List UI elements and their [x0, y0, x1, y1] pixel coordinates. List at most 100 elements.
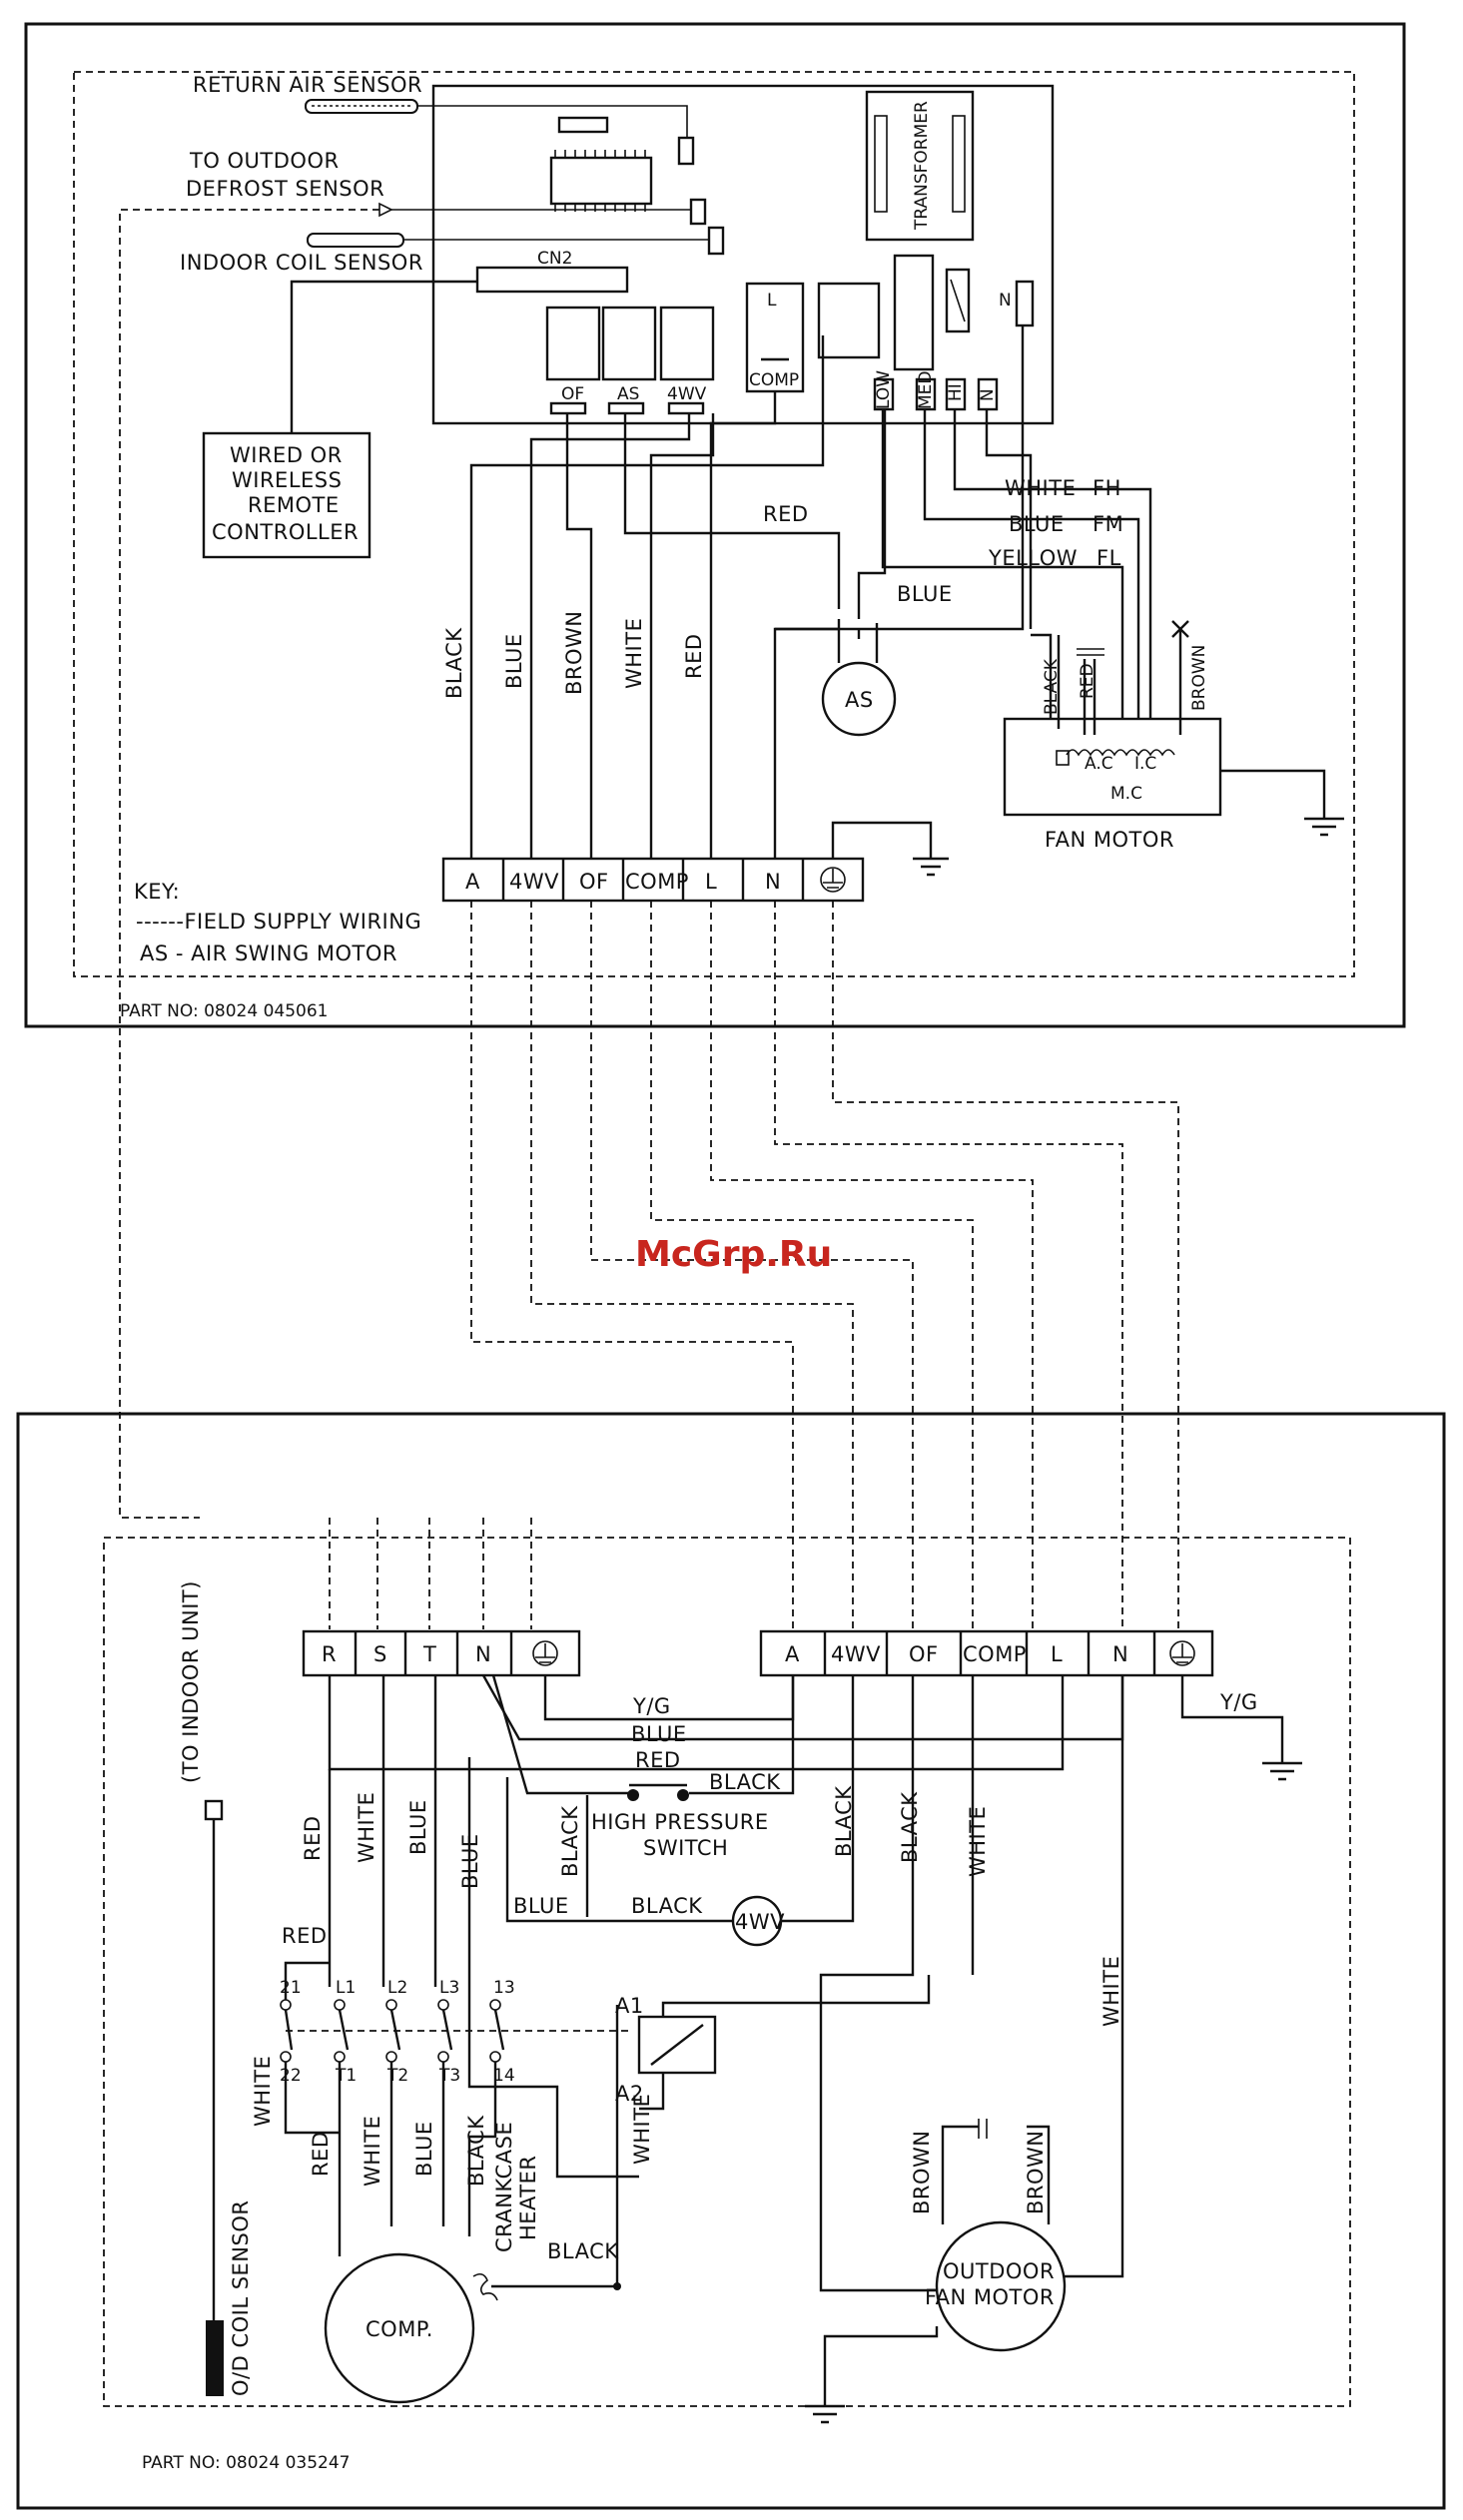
contact-label-13: 13 [493, 1978, 515, 1998]
crankcase-label-1: CRANKCASE [492, 2122, 516, 2252]
wire-label-yellow: YELLOW [988, 546, 1078, 570]
aux-red-label: RED [282, 1924, 328, 1948]
return-air-connector [677, 136, 695, 166]
od-term-4wv: 4WV [831, 1642, 881, 1666]
field-wire-of [590, 901, 914, 1641]
contact-21 [280, 1999, 292, 2011]
field-wire-n [774, 901, 1123, 1641]
indoor-field-boundary [73, 71, 1355, 977]
field-power-supply-wires [329, 1518, 532, 1629]
watermark: McGrp.Ru [635, 1234, 832, 1275]
outdoor-fan-label-2: FAN MOTOR [925, 2285, 1055, 2309]
crankcase-heater [472, 2272, 498, 2301]
contact-label-t3: T3 [438, 2066, 460, 2086]
transformer-core-left [874, 115, 888, 213]
od-term-of: OF [909, 1642, 939, 1666]
contact-l3 [437, 1999, 449, 2011]
fan-motor-ac: A.C [1085, 754, 1113, 774]
fan-capacitor [1077, 648, 1104, 656]
aux-white-wire [284, 2062, 340, 2135]
as-motor-label: AS [845, 688, 874, 712]
power-terminal-frame [302, 1629, 581, 1677]
cn2-connector [475, 266, 629, 294]
brown-cut-mark [1171, 620, 1189, 638]
wire-black-motor [1031, 633, 1053, 739]
wire-4wv-return [781, 1675, 855, 1923]
field-wire-l [710, 901, 1034, 1641]
wire-red [709, 391, 777, 859]
power-term-n: N [475, 1642, 491, 1666]
fan-motor-label: FAN MOTOR [1045, 828, 1174, 852]
as-motor-leads [837, 619, 879, 663]
black-4wv-label: BLACK [631, 1894, 703, 1918]
vwire-white-s: WHITE [355, 1792, 378, 1863]
n-connector-label: N [999, 291, 1012, 311]
od-term-n: N [1112, 1642, 1128, 1666]
power-terminal-block: R S T N [302, 1629, 581, 1677]
power-term-t: T [422, 1642, 436, 1666]
contact-label-14: 14 [493, 2066, 515, 2086]
wire-of-fan [819, 1675, 1039, 2292]
bus-red [328, 1675, 1065, 1771]
comp-wire-white: WHITE [361, 2116, 384, 2187]
indoor-unit: RETURN AIR SENSOR TO OUTDOOR DEFROST SEN… [24, 22, 1406, 1028]
relay-label-4wv: 4WV [667, 384, 707, 404]
remote-line-1: WIRED OR [230, 443, 343, 467]
outdoor-part-no: PART NO: 08024 035247 [142, 2453, 350, 2473]
outdoor-fan-label-1: OUTDOOR [943, 2259, 1055, 2283]
pin-hi-label: HI [946, 383, 966, 401]
contact-label-l3: L3 [439, 1978, 459, 1998]
heater-junction [613, 2282, 621, 2290]
vwire-blue-n: BLUE [458, 1833, 482, 1889]
defrost-sensor-label: DEFROST SENSOR [186, 177, 384, 201]
contactor: 21 L1 L2 L3 13 22 T1 T2 T3 14 A1 A2 [280, 1978, 717, 2111]
contact-t2 [385, 2051, 397, 2063]
fuse-element [950, 279, 966, 322]
coil-a2-label: A2 [615, 2082, 644, 2106]
pin-4wv [667, 401, 705, 415]
indoor-terminal-frame [441, 857, 865, 903]
od-term-comp: COMP [963, 1642, 1027, 1666]
vwire-black-4wv: BLACK [832, 1785, 856, 1857]
four-way-valve-label: 4WV [735, 1910, 785, 1934]
contact-label-l2: L2 [387, 1978, 407, 1998]
contact-l2 [385, 1999, 397, 2011]
field-defrost-sensor-cable [119, 209, 379, 1519]
contact-t3 [437, 2051, 449, 2063]
wire-blue-as [857, 409, 887, 619]
indoor-term-l: L [705, 870, 717, 894]
contact-label-22: 22 [280, 2066, 302, 2086]
motor-terminal [1056, 750, 1070, 766]
wire-red-as [623, 413, 841, 609]
field-wire-4wv [530, 901, 854, 1641]
outdoor-unit-frame [16, 1412, 1446, 2510]
field-wire-ground [832, 901, 1179, 1641]
transformer-core-right [952, 115, 966, 213]
fan-relay [817, 282, 881, 359]
remote-line-3: REMOTE [248, 493, 340, 517]
remote-controller [202, 431, 371, 559]
indoor-part-no: PART NO: 08024 045061 [120, 1001, 328, 1021]
indoor-term-a: A [465, 870, 480, 894]
od-term-l: L [1051, 1642, 1063, 1666]
power-ground-terminal-symbol [535, 1643, 555, 1663]
contact-label-t2: T2 [386, 2066, 408, 2086]
outdoor-terminal-frame [759, 1629, 1214, 1677]
relay-label-as: AS [617, 384, 639, 404]
pin-as [607, 401, 645, 415]
fan-ground-symbol [1304, 817, 1344, 837]
relay-label-of: OF [561, 384, 584, 404]
as-motor [821, 661, 897, 737]
wire-blue [529, 413, 691, 859]
contact-22 [280, 2051, 292, 2063]
n-connector [1015, 280, 1035, 327]
indoor-coil-sensor-label: INDOOR COIL SENSOR [180, 251, 423, 275]
vwire-blue-t: BLUE [406, 1799, 430, 1855]
vwire-brown: BROWN [562, 610, 586, 695]
bus-black-label: BLACK [709, 1770, 781, 1794]
od-coil-sensor-label: O/D COIL SENSOR [229, 2201, 253, 2396]
pin-low-label: LOW [874, 370, 894, 409]
compressor [324, 2252, 475, 2404]
defrost-connector [689, 198, 707, 226]
fan-capacitor-wires [941, 2125, 1051, 2224]
